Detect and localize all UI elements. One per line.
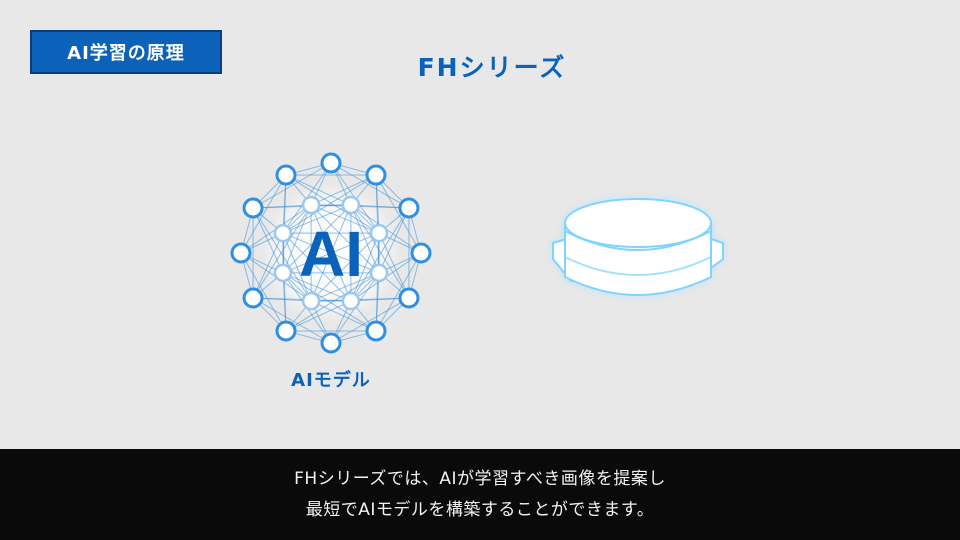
network-node [365,164,387,186]
network-edge [240,252,287,332]
network-edge [252,207,312,302]
network-edge [252,207,284,274]
network-edge [330,162,410,209]
caption-line-2: 最短でAIモデルを構築することができます。 [305,499,655,520]
neural-network-icon: AI [226,148,436,358]
network-edge [285,300,352,332]
network-node [242,197,264,219]
network-edge [375,252,422,332]
network-node-inner [341,291,361,311]
network-node [230,242,252,264]
network-edge [285,174,380,234]
network-edge [285,174,352,206]
network-node [242,287,264,309]
network-node [275,164,297,186]
network-node [398,197,420,219]
network-node-inner [301,195,321,215]
fh-controller-device-icon [545,185,730,310]
network-node [275,320,297,342]
network-node-inner [341,195,361,215]
network-edge [252,162,332,209]
ai-model-label: AIモデル [291,370,371,391]
network-node [398,287,420,309]
network-node [320,152,342,174]
network-edge [310,204,352,302]
network-edge [310,174,377,206]
network-node-inner [369,263,389,283]
caption-bar: FHシリーズでは、AIが学習すべき画像を提案し 最短でAIモデルを構築することが… [0,449,960,540]
network-edge [350,204,410,299]
network-node [320,332,342,354]
network-edge [310,204,380,234]
network-edge [330,297,410,344]
network-edge [378,232,410,299]
network-edge [375,174,422,254]
network-edge [282,232,312,302]
section-badge-label: AI学習の原理 [67,43,185,64]
network-node-inner [369,223,389,243]
network-edge [240,174,287,254]
network-node-inner [273,223,293,243]
page-title: FHシリーズ [417,53,567,82]
network-edge [282,174,377,234]
network-edge [350,207,410,302]
network-edge [282,272,377,332]
network-edge [310,204,380,274]
network-node-inner [273,263,293,283]
network-edge [285,272,380,332]
caption-line-1: FHシリーズでは、AIが学習すべき画像を提案し [294,468,666,489]
network-node-inner [301,291,321,311]
network-node [365,320,387,342]
network-edge [282,204,312,274]
section-badge: AI学習の原理 [30,30,222,74]
network-edge [282,272,352,302]
ai-icon-text: AI [299,218,363,290]
network-node [410,242,432,264]
network-edge [252,297,332,344]
network-edge [252,204,312,299]
